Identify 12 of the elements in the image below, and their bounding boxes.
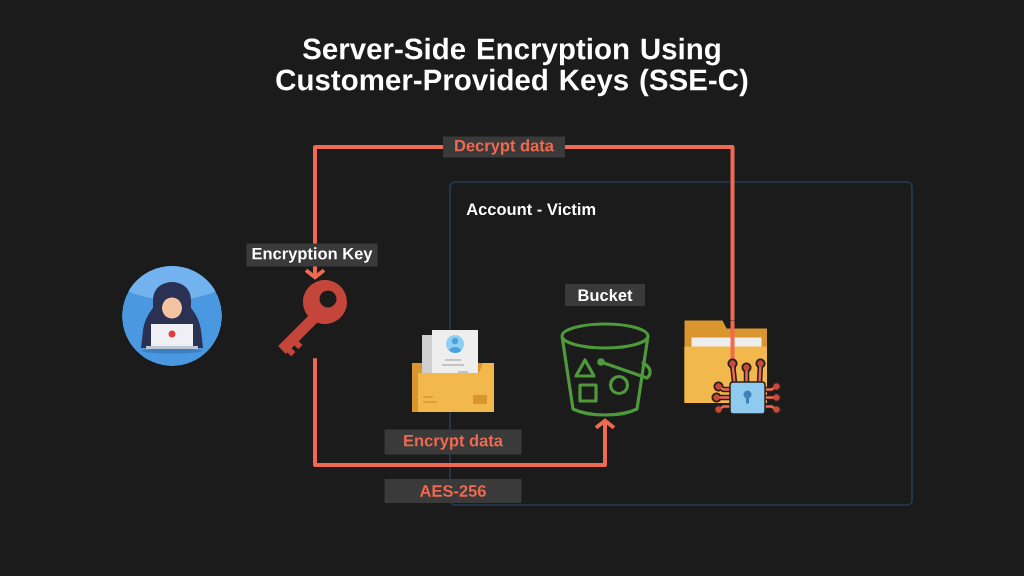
key-icon <box>278 280 347 357</box>
edge-label: Encrypt data <box>384 429 522 455</box>
title: Server-Side Encryption Using Customer-Provided Keys (SSE-C) <box>276 37 748 97</box>
node-heading: Bucket <box>565 284 645 306</box>
document-folder-icon <box>412 330 494 412</box>
locked-folder-icon <box>684 320 782 415</box>
hacker-avatar <box>122 266 222 366</box>
edge-label: Decrypt data <box>443 136 565 158</box>
arrow <box>313 358 616 467</box>
text-label: Encryption Key <box>246 243 378 267</box>
line-label: AES-256 <box>384 479 522 503</box>
container-heading: Account - Victim <box>466 202 596 216</box>
